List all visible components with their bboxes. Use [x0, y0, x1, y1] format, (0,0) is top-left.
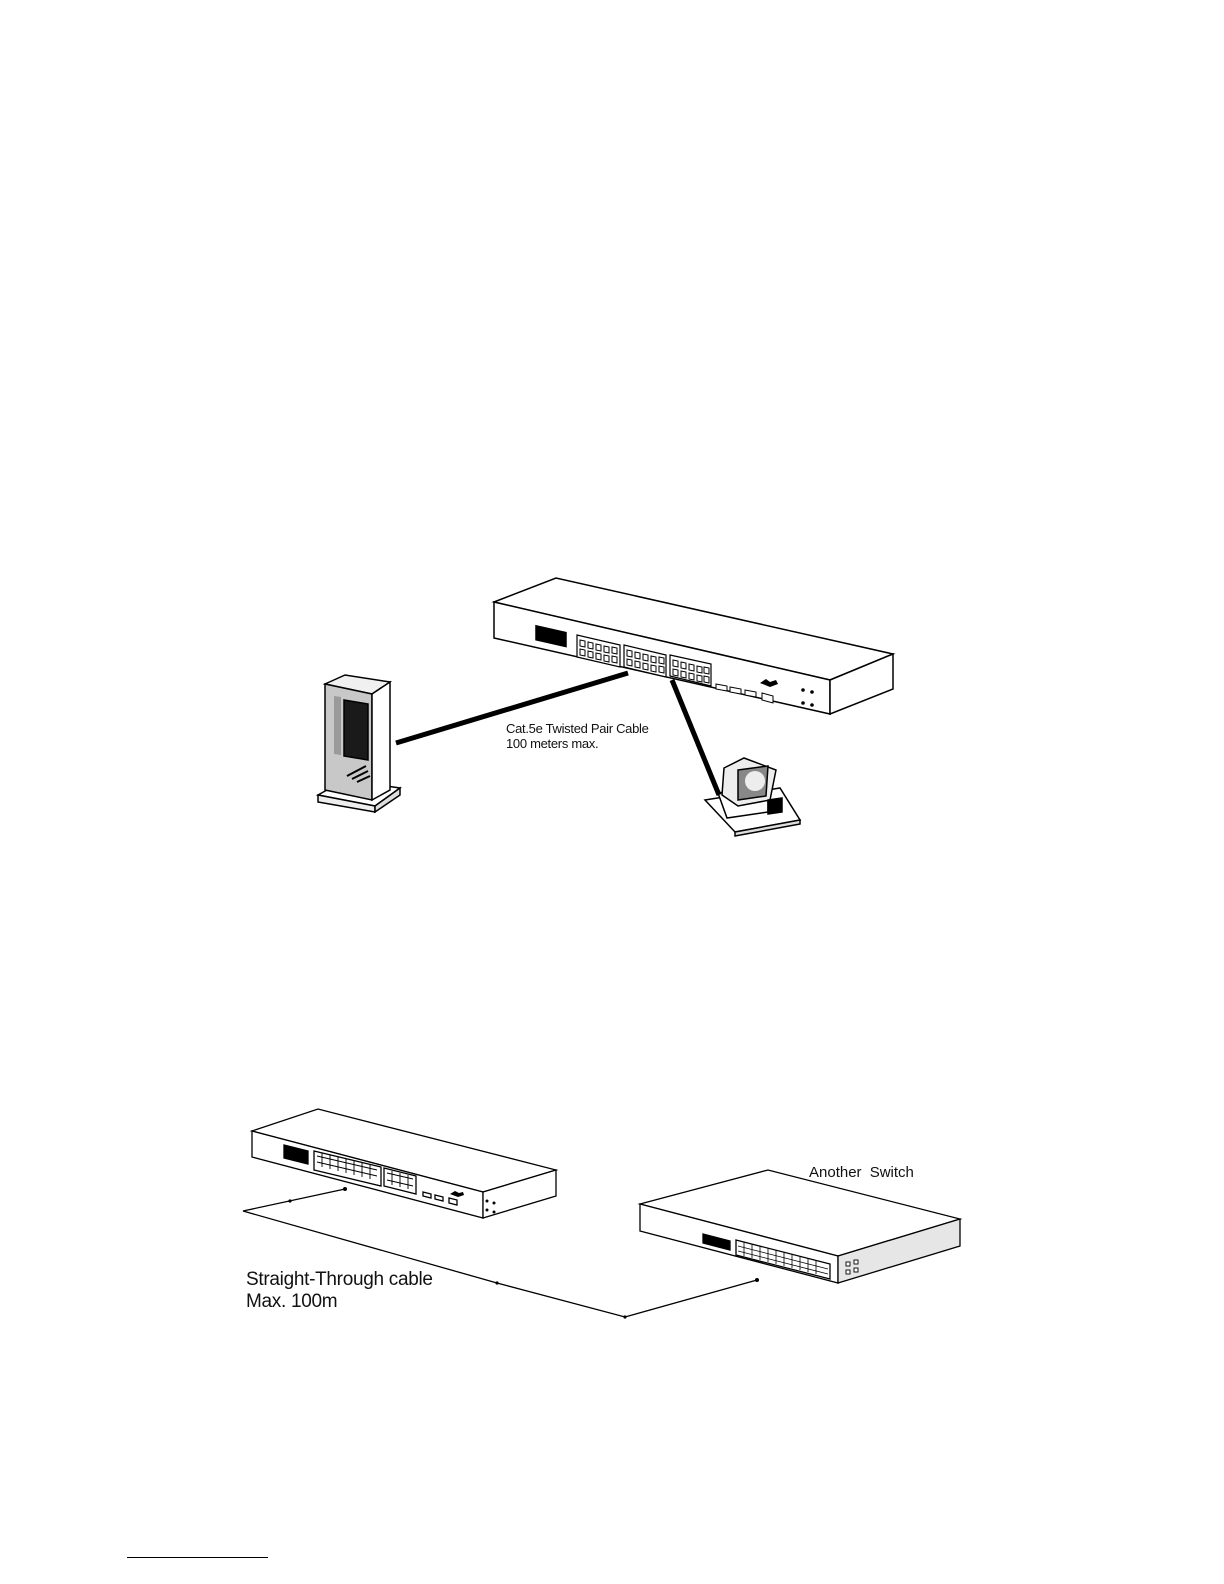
cable-length-line: 100 meters max. — [506, 736, 649, 751]
footnote-rule — [127, 1557, 268, 1558]
server-icon — [318, 675, 400, 812]
cable-label: Straight-Through cable Max. 100m — [246, 1269, 433, 1313]
another-switch-label: Another Switch — [809, 1164, 914, 1181]
cable-length-line: Max. 100m — [246, 1291, 433, 1313]
pc-icon — [705, 758, 800, 836]
cable-spec-line: Cat.5e Twisted Pair Cable — [506, 721, 649, 736]
cable-label: Cat.5e Twisted Pair Cable 100 meters max… — [506, 721, 649, 751]
cable-type-line: Straight-Through cable — [246, 1269, 433, 1291]
